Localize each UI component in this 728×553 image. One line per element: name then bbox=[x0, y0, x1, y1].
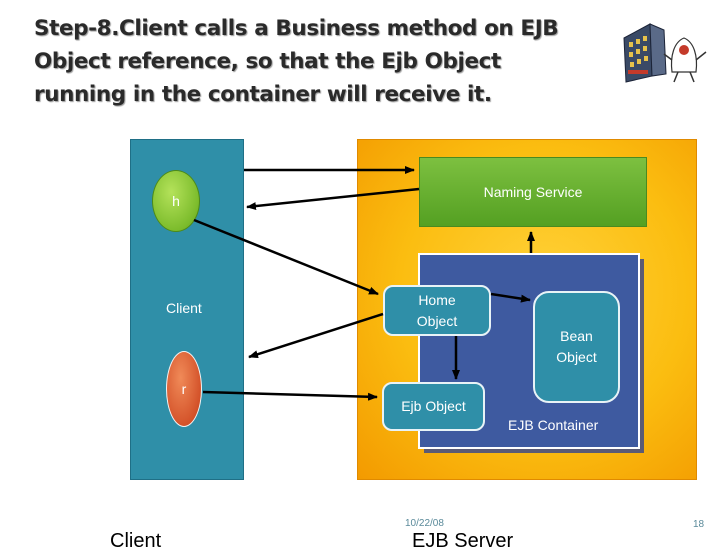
slide-title-line-3: running in the container will receive it… bbox=[34, 82, 492, 107]
bean-object-label-line-2: Object bbox=[556, 349, 597, 365]
home-object-label-line-2: Object bbox=[416, 312, 458, 329]
h-node-label: h bbox=[172, 193, 180, 209]
home-object-to-r-arrow bbox=[248, 312, 384, 359]
remote-reference-node: r bbox=[166, 351, 202, 427]
client-panel-label: Client bbox=[166, 300, 202, 316]
ejb-object-label: Ejb Object bbox=[401, 398, 466, 414]
home-to-bean-arrow bbox=[490, 292, 531, 303]
slide-title: Step-8.Client calls a Business method on… bbox=[34, 12, 614, 111]
home-object-box: Home Object bbox=[383, 285, 491, 336]
home-object-label-line-1: Home bbox=[418, 291, 456, 308]
slide-date: 10/22/08 bbox=[405, 518, 444, 529]
slide-page-number: 18 bbox=[693, 519, 705, 530]
r-to-ejb-object-arrow bbox=[202, 390, 378, 401]
ejb-server-caption: EJB Server bbox=[412, 530, 514, 552]
naming-to-h-arrow bbox=[246, 187, 420, 211]
slide-title-line-1: Step-8.Client calls a Business method on… bbox=[34, 16, 559, 41]
naming-service-label: Naming Service bbox=[483, 184, 583, 200]
home-reference-node: h bbox=[152, 170, 200, 232]
r-node-label: r bbox=[181, 381, 187, 397]
ejb-container-label: EJB Container bbox=[508, 417, 599, 433]
naming-service-box: Naming Service bbox=[419, 157, 647, 227]
ejb-object-box: Ejb Object bbox=[382, 382, 485, 431]
bean-object-box: Bean Object bbox=[533, 291, 620, 403]
slide-title-line-2: Object reference, so that the Ejb Object bbox=[34, 49, 501, 74]
h-to-home-object-arrow bbox=[193, 218, 379, 296]
client-caption: Client bbox=[110, 530, 162, 552]
bean-object-label-line-1: Bean bbox=[560, 328, 593, 344]
server-building-with-mascot-icon bbox=[623, 23, 707, 83]
